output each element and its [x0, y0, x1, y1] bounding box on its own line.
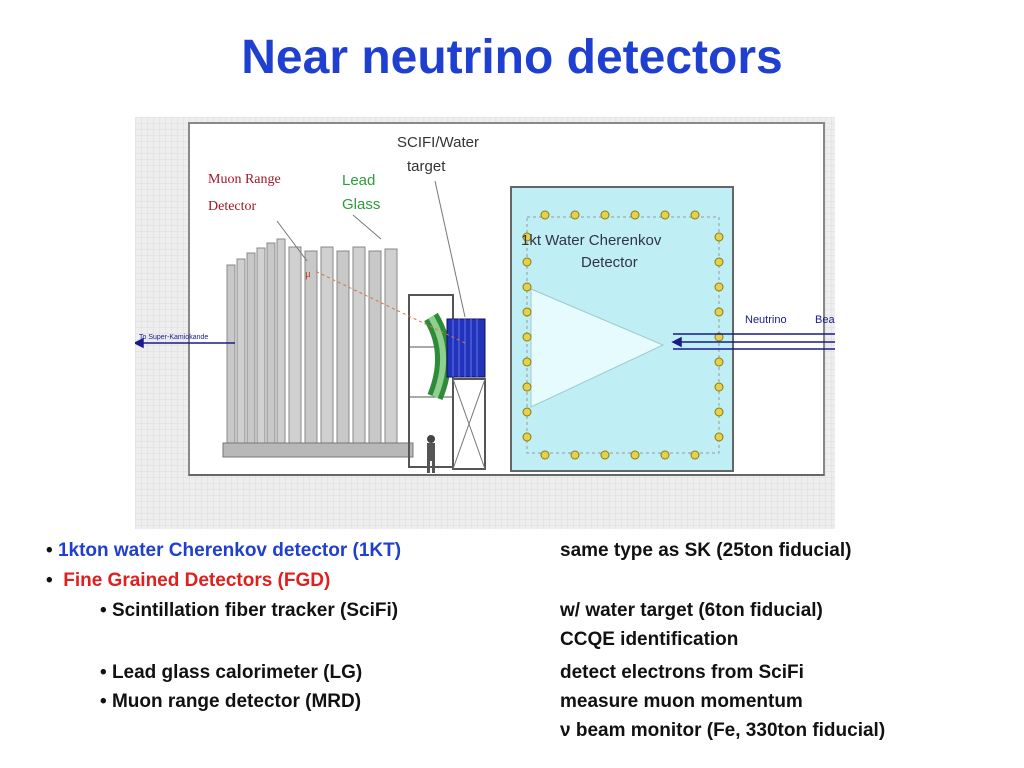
bullet-mrd-desc2: ν beam monitor (Fe, 330ton fiducial): [560, 720, 886, 741]
lead-pointer: [352, 214, 382, 240]
bullet-dot: •: [100, 691, 112, 712]
bullet-scifi: • Scintillation fiber tracker (SciFi): [100, 600, 398, 622]
bullet-scifi-desc1: w/ water target (6ton fiducial): [560, 600, 823, 621]
scifi-label-line1: SCIFI/Water: [397, 134, 479, 151]
water-cherenkov-tank: [510, 186, 734, 472]
bullet-mrd-desc: measure muon momentum: [560, 691, 803, 712]
bullet-dot: •: [100, 600, 112, 621]
cherenkov-label-line2: Detector: [581, 254, 638, 271]
scifi-pointer: [434, 180, 466, 318]
mrd-pointer: [276, 220, 308, 262]
detector-diagram: Muon Range Detector Lead Glass SCIFI/Wat…: [135, 117, 835, 529]
lead-glass-label-line2: Glass: [342, 196, 380, 213]
bullet-lg: • Lead glass calorimeter (LG): [100, 662, 362, 684]
person-figure: [427, 435, 435, 473]
bullet-fgd-label: Fine Grained Detectors (FGD): [63, 570, 331, 591]
bullet-dot: •: [46, 570, 58, 591]
bullet-dot: •: [100, 662, 112, 683]
muon-track: [314, 270, 466, 344]
cherenkov-label-line1: 1kt Water Cherenkov: [521, 232, 662, 249]
bullet-1kt: • 1kton water Cherenkov detector (1KT): [46, 540, 401, 562]
bullet-lg-label: Lead glass calorimeter (LG): [111, 662, 363, 683]
mrd-label-line1: Muon Range: [208, 172, 281, 187]
bullet-1kt-desc: same type as SK (25ton fiducial): [560, 540, 852, 561]
muon-symbol: μ: [305, 268, 311, 280]
bullet-dot: •: [46, 540, 58, 561]
mrd-label-line2: Detector: [208, 199, 257, 214]
bullet-fgd: • Fine Grained Detectors (FGD): [46, 570, 330, 592]
bullet-scifi-desc2: CCQE identification: [560, 629, 739, 650]
beam-label: Beam: [815, 314, 835, 326]
bullet-scifi-label: Scintillation fiber tracker (SciFi): [111, 600, 399, 621]
page-title: Near neutrino detectors: [241, 31, 783, 84]
bullet-lg-desc: detect electrons from SciFi: [560, 662, 804, 683]
scifi-water-target: [446, 318, 486, 470]
bullet-mrd: • Muon range detector (MRD): [100, 691, 361, 713]
bullet-mrd-label: Muon range detector (MRD): [111, 691, 362, 712]
scifi-label-line2: target: [407, 158, 446, 175]
neutrino-label: Neutrino: [745, 314, 787, 326]
neutrino-beam-lines: [135, 333, 835, 350]
mrd-plates: [222, 238, 414, 458]
bullet-1kt-label: 1kton water Cherenkov detector (1KT): [57, 540, 402, 561]
super-kamiokande-label: To Super-Kamiokande: [139, 334, 208, 341]
lead-glass-label-line1: Lead: [342, 172, 375, 189]
